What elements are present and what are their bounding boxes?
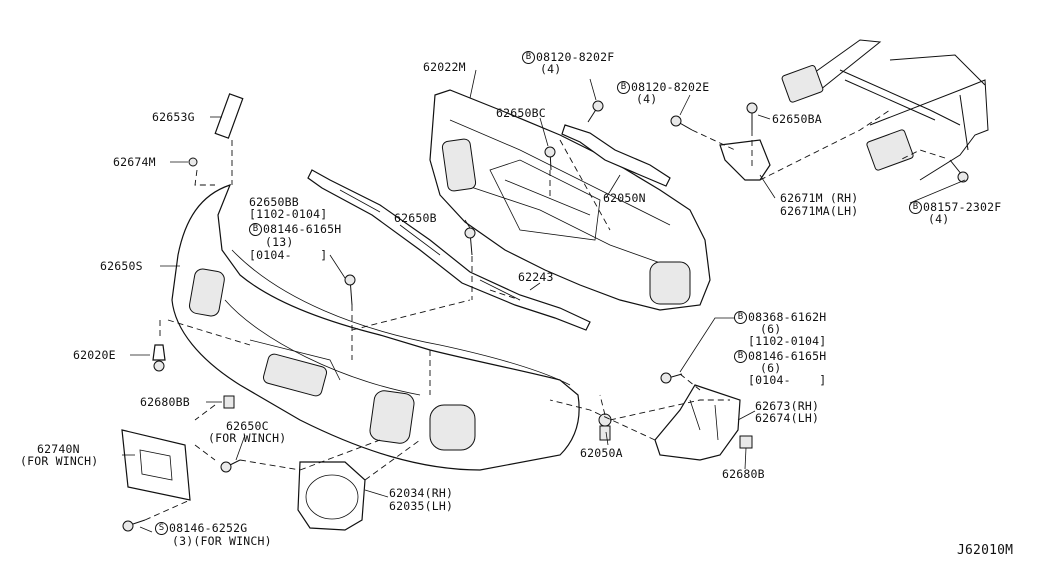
bolt-badge-b: B — [734, 350, 747, 363]
bolt-badge-b: B — [734, 311, 747, 324]
bolt-badge-b: B — [909, 201, 922, 214]
label-08146-6252G-text: 08146-6252G — [169, 521, 248, 535]
label-date-range-2: [0104- ] — [249, 248, 328, 262]
bumper-reinforcement-strip — [307, 169, 591, 331]
label-62671M: 62671M (RH) — [780, 191, 859, 205]
label-62680B: 62680B — [722, 467, 765, 481]
label-for-winch-a: (FOR WINCH) — [208, 431, 287, 445]
label-62020E: 62020E — [73, 348, 116, 362]
label-62650C: 62650C — [226, 419, 269, 433]
trim-strip — [214, 93, 244, 139]
bolt-badge-b: B — [522, 51, 535, 64]
label-qty-13: (13) — [265, 235, 294, 249]
bolt-badge-b: B — [249, 223, 262, 236]
assembly-lines — [144, 109, 946, 521]
leader-lines — [122, 69, 966, 533]
label-08146-6165H-b-text: 08146-6165H — [748, 349, 827, 363]
label-62050N: 62050N — [603, 191, 646, 205]
label-62680BB: 62680BB — [140, 395, 190, 409]
label-62035: 62035(LH) — [389, 499, 454, 513]
label-62650B: 62650B — [394, 211, 437, 225]
side-cover — [654, 384, 741, 461]
label-qty-6b: (6) — [760, 361, 782, 375]
label-qty-6a: (6) — [760, 322, 782, 336]
diagram-code: J62010M — [957, 543, 1014, 558]
label-62050A: 62050A — [580, 446, 623, 460]
label-62034: 62034(RH) — [389, 486, 454, 500]
license-plate-bracket — [121, 429, 191, 501]
label-08368-6162H-text: 08368-6162H — [748, 310, 827, 324]
label-62650BA: 62650BA — [772, 112, 822, 126]
label-08146-6165H-a-text: 08146-6165H — [263, 222, 342, 236]
center-bracket — [561, 124, 671, 187]
bumper-armature — [429, 89, 711, 311]
label-62674M: 62674M — [113, 155, 156, 169]
label-08120-8202E-text: 08120-8202E — [631, 80, 710, 94]
label-qty-4b: (4) — [636, 92, 658, 106]
front-bumper-fascia — [171, 184, 580, 471]
label-62243: 62243 — [518, 270, 554, 284]
label-62022M: 62022M — [423, 60, 466, 74]
fasteners — [122, 100, 969, 532]
bolt-badge-s: S — [155, 522, 168, 535]
side-bracket — [719, 139, 771, 181]
label-date-range-1: [1102-0104] — [249, 207, 328, 221]
label-date-range-4: [0104- ] — [748, 373, 827, 387]
label-qty-4a: (4) — [540, 62, 562, 76]
label-62650BC: 62650BC — [496, 106, 546, 120]
label-qty-4c: (4) — [928, 212, 950, 226]
label-08120-8202F-text: 08120-8202F — [536, 50, 615, 64]
label-62673: 62673(RH) — [755, 399, 820, 413]
label-62650BB: 62650BB — [249, 195, 299, 209]
vehicle-frame — [781, 39, 989, 181]
label-62740N: 62740N — [37, 442, 80, 456]
label-62671MA: 62671MA(LH) — [780, 204, 859, 218]
label-for-winch-b: (FOR WINCH) — [20, 454, 99, 468]
label-62653G: 62653G — [152, 110, 195, 124]
label-62650S: 62650S — [100, 259, 143, 273]
fog-lamp-bezel — [297, 461, 366, 531]
label-qty-3-for-winch: (3)(FOR WINCH) — [172, 534, 272, 548]
label-08157-2302F-text: 08157-2302F — [923, 200, 1002, 214]
label-date-range-3: [1102-0104] — [748, 334, 827, 348]
label-62674: 62674(LH) — [755, 411, 820, 425]
bolt-badge-b: B — [617, 81, 630, 94]
